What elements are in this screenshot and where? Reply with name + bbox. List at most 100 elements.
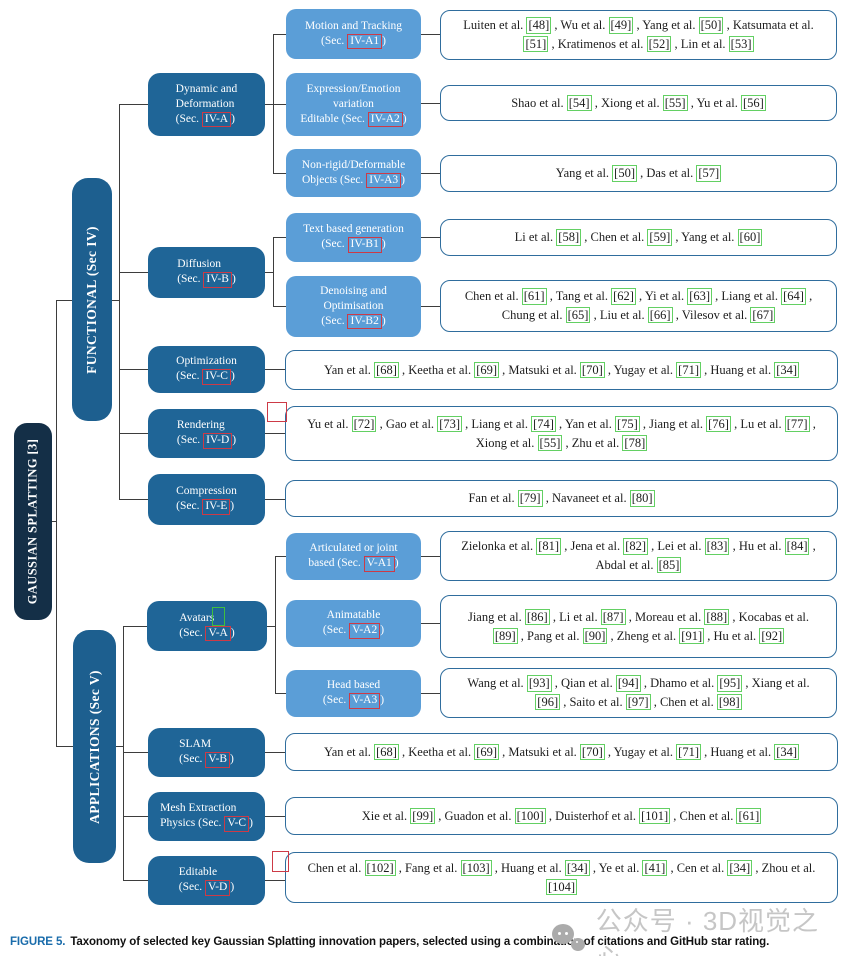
citation-ref-link[interactable]: [71] <box>676 743 701 760</box>
citation-ref-link[interactable]: [61] <box>521 288 547 305</box>
section-link[interactable]: IV-C <box>202 369 231 385</box>
citation-ref-link[interactable]: [81] <box>536 538 562 555</box>
section-link[interactable]: IV-B2 <box>347 313 382 330</box>
citation-author: Matsuki et al. <box>508 362 580 377</box>
citation-ref-link[interactable]: [99] <box>410 807 436 824</box>
citation-ref-link[interactable]: [34] <box>774 743 800 760</box>
citation-author: Yugay et al. <box>613 744 677 759</box>
citation-ref-link[interactable]: [54] <box>566 94 592 111</box>
citation-ref-link[interactable]: [92] <box>759 627 785 644</box>
citation-ref-link[interactable]: [71] <box>676 361 701 378</box>
citation-author: Navaneet et al. <box>551 491 630 506</box>
citations-articulated: Zielonka et al. [81] , Jena et al. [82] … <box>440 531 837 581</box>
citation-ref-link[interactable]: [34] <box>727 859 753 877</box>
section-link[interactable]: IV-E <box>202 499 231 515</box>
citation-ref-link[interactable]: [60] <box>737 229 763 246</box>
citation-ref-link[interactable]: [41] <box>642 859 668 877</box>
section-link[interactable]: IV-B1 <box>347 237 382 253</box>
citation-ref-link[interactable]: [73] <box>437 415 463 433</box>
section-link[interactable]: IV-A2 <box>367 111 403 128</box>
citation-ref-link[interactable]: [50] <box>698 17 724 34</box>
citation-ref-link[interactable]: [94] <box>615 675 641 692</box>
citation-ref-link[interactable]: [87] <box>600 608 626 626</box>
citation-ref-link[interactable]: [48] <box>526 17 552 34</box>
citation-ref-link[interactable]: [76] <box>706 415 731 433</box>
section-link[interactable]: V-A1 <box>363 556 395 572</box>
citation-ref-link[interactable]: [80] <box>629 490 655 507</box>
citation-ref-link[interactable]: [103] <box>460 859 492 877</box>
citation-ref-link[interactable]: [96] <box>535 694 561 711</box>
citation-author: Zhu et al. <box>571 435 623 450</box>
citation-ref-link[interactable]: [98] <box>716 694 742 711</box>
citation-ref-link[interactable]: [88] <box>704 608 730 626</box>
citation-ref-link[interactable]: [91] <box>679 627 705 644</box>
section-link[interactable]: V-A2 <box>349 623 381 639</box>
citation-ref-link[interactable]: [75] <box>614 415 640 433</box>
citation-ref-link[interactable]: [89] <box>492 627 518 644</box>
citation-ref-link[interactable]: [104] <box>545 878 578 895</box>
section-link[interactable]: V-D <box>204 880 231 896</box>
citations-compression: Fan et al. [79] , Navaneet et al. [80] <box>285 480 838 517</box>
section-link[interactable]: V-A3 <box>349 693 381 709</box>
citation-ref-link[interactable]: [62] <box>611 288 636 305</box>
citation-ref-link[interactable]: [78] <box>622 434 648 451</box>
citation-ref-link[interactable]: [69] <box>474 361 500 378</box>
citation-ref-link[interactable]: [101] <box>639 807 671 824</box>
citation-ref-link[interactable]: [66] <box>647 307 673 324</box>
citation-ref-link[interactable]: [52] <box>646 36 672 53</box>
citation-author: Xiong et al. <box>600 95 663 110</box>
citation-ref-link[interactable]: [85] <box>656 557 682 574</box>
section-link[interactable]: V-C <box>224 816 250 832</box>
citation-ref-link[interactable]: [70] <box>579 743 605 760</box>
citation-ref-link[interactable]: [56] <box>740 94 766 111</box>
node-title: SLAM (Sec. <box>179 738 212 766</box>
citation-ref-link[interactable]: [84] <box>784 538 810 555</box>
citation-ref-link[interactable]: [49] <box>608 17 634 34</box>
citation-ref-link[interactable]: [51] <box>523 36 549 53</box>
citation-ref-link[interactable]: [70] <box>579 361 605 378</box>
citation-ref-link[interactable]: [82] <box>623 538 649 555</box>
citation-ref-link[interactable]: [74] <box>531 415 556 433</box>
citation-author: Wang et al. <box>467 676 527 691</box>
citation-ref-link[interactable]: [68] <box>374 743 399 760</box>
citation-author: Saito et al. <box>569 695 626 709</box>
citation-ref-link[interactable]: [58] <box>556 229 582 246</box>
citation-ref-link[interactable]: [79] <box>517 490 543 507</box>
section-link[interactable]: V-B <box>205 752 231 768</box>
citation-ref-link[interactable]: [59] <box>647 229 673 246</box>
citation-ref-link[interactable]: [77] <box>784 415 810 433</box>
citation-ref-link[interactable]: [61] <box>736 807 762 824</box>
citation-ref-link[interactable]: [55] <box>537 434 563 451</box>
section-link[interactable]: IV-B <box>203 272 232 288</box>
section-link[interactable]: V-A <box>205 625 231 642</box>
citations-expression: Shao et al. [54] , Xiong et al. [55] , Y… <box>440 85 837 121</box>
citation-ref-link[interactable]: [102] <box>364 859 396 877</box>
citation-ref-link[interactable]: [95] <box>717 675 743 692</box>
citation-ref-link[interactable]: [86] <box>524 608 550 626</box>
section-link[interactable]: IV-A <box>201 111 232 128</box>
citation-ref-link[interactable]: [67] <box>750 307 776 324</box>
citation-ref-link[interactable]: [90] <box>582 627 608 644</box>
section-link[interactable]: IV-D <box>203 433 233 449</box>
node-title: Optimization (Sec. <box>176 355 237 383</box>
citation-ref-link[interactable]: [53] <box>728 36 754 53</box>
citation-ref-link[interactable]: [55] <box>662 94 688 111</box>
citation-ref-link[interactable]: [50] <box>612 165 637 182</box>
citation-ref-link[interactable]: [83] <box>704 538 730 555</box>
citation-ref-link[interactable]: [64] <box>781 288 806 305</box>
citation-ref-link[interactable]: [68] <box>374 361 399 378</box>
citation-ref-link[interactable]: [72] <box>351 415 377 433</box>
citation-ref-link[interactable]: [69] <box>474 743 500 760</box>
citation-ref-link[interactable]: [100] <box>514 807 546 824</box>
citation-ref-link[interactable]: [57] <box>696 165 722 182</box>
citation-ref-link[interactable]: [34] <box>774 361 800 378</box>
citation-ref-link[interactable]: [97] <box>625 694 651 711</box>
section-link[interactable]: IV-A1 <box>347 33 383 50</box>
citation-author: Dhamo et al. <box>650 676 718 691</box>
node-label: Head based (Sec. V-A3) <box>323 678 384 709</box>
citation-ref-link[interactable]: [63] <box>687 288 713 305</box>
citation-ref-link[interactable]: [93] <box>526 675 552 692</box>
citation-ref-link[interactable]: [34] <box>564 859 590 877</box>
citation-ref-link[interactable]: [65] <box>565 307 591 324</box>
section-link[interactable]: IV-A3 <box>366 172 402 189</box>
